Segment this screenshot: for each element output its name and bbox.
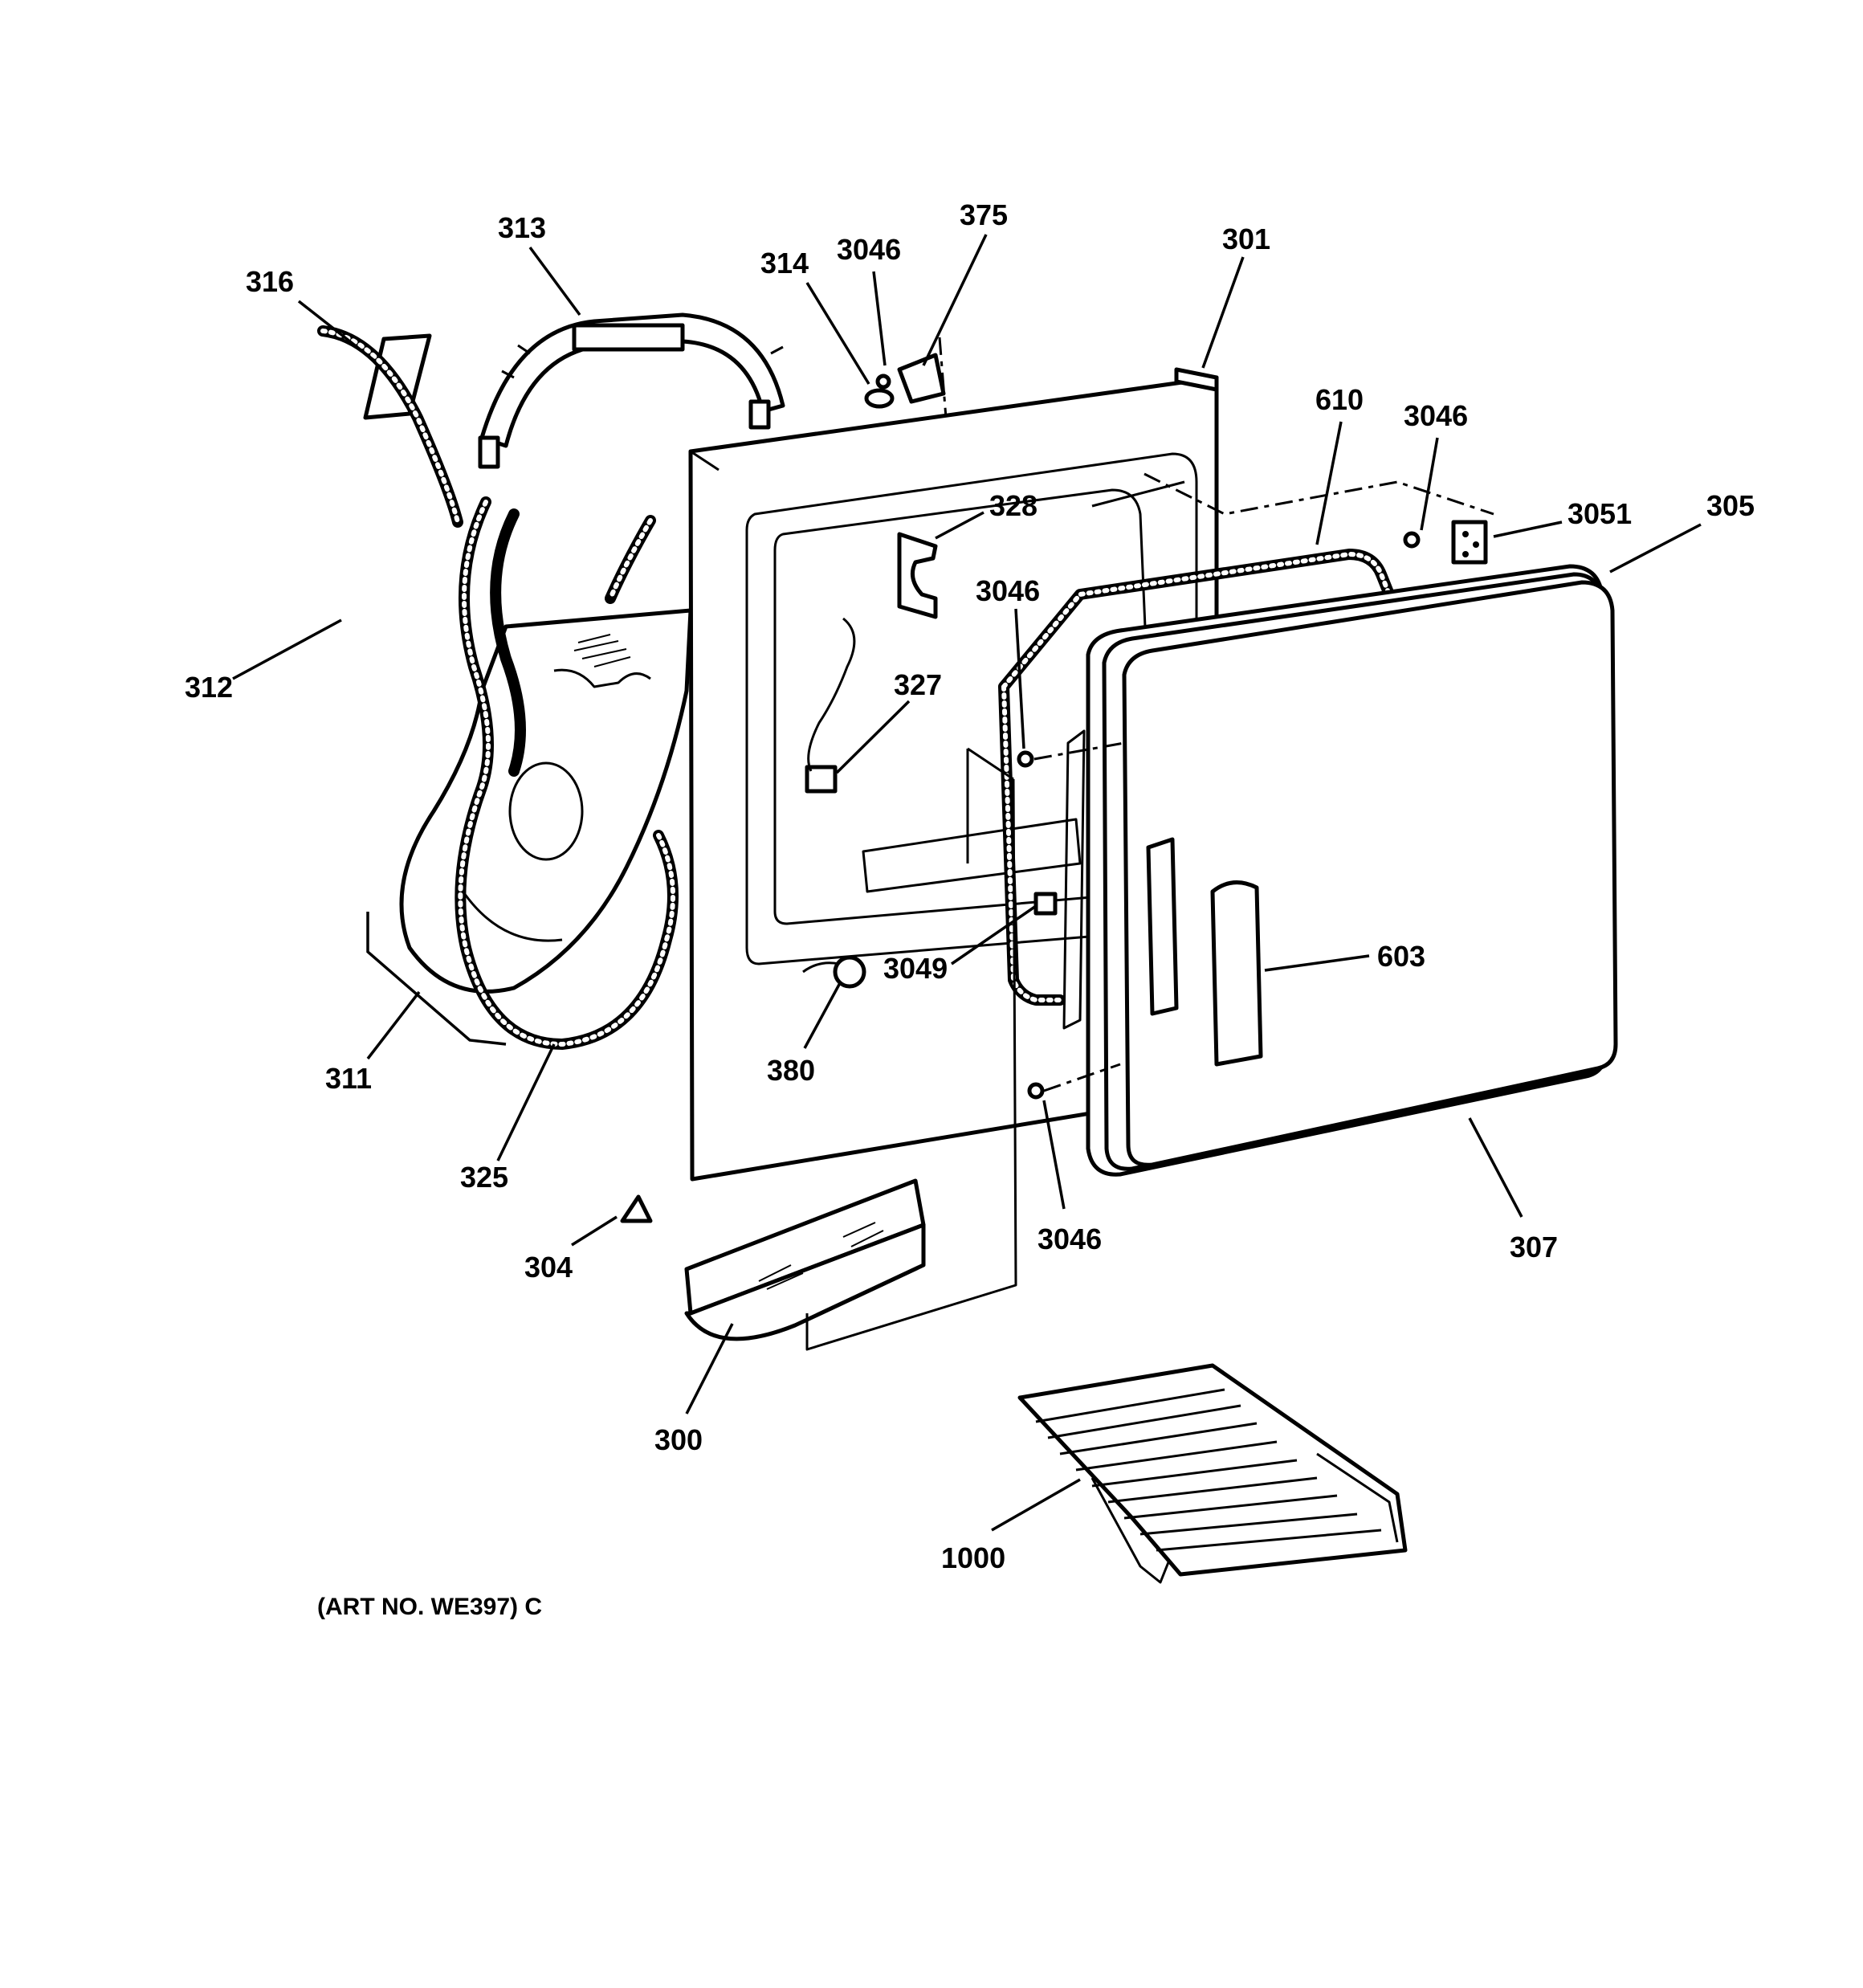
part-327-switch — [805, 617, 856, 794]
callout-316: 316 — [246, 265, 294, 298]
part-300-filter-housing — [684, 1178, 926, 1341]
callout-1000: 1000 — [941, 1541, 1005, 1574]
callout-307: 307 — [1510, 1231, 1558, 1263]
part-1000-drying-rack — [1017, 1363, 1408, 1584]
part-304-foot — [620, 1194, 653, 1223]
part-325-gasket — [455, 496, 679, 1050]
part-328-strike — [897, 532, 938, 619]
hidden-lines — [805, 472, 1494, 1351]
callout-313: 313 — [498, 211, 546, 244]
callout-375: 375 — [960, 198, 1008, 231]
callout-labels: 316 313 314 3046 375 301 610 3046 3051 3… — [185, 198, 1755, 1620]
part-603-handle — [1146, 837, 1263, 1067]
part-314-clip — [864, 388, 895, 409]
callout-312: 312 — [185, 671, 233, 704]
callout-3046-right: 3046 — [1404, 399, 1468, 432]
callout-3046-bottom: 3046 — [1037, 1223, 1102, 1255]
part-380-knob — [802, 955, 866, 989]
callout-610: 610 — [1315, 383, 1364, 416]
callout-3046-top: 3046 — [837, 233, 901, 266]
callout-3049: 3049 — [883, 952, 948, 985]
leader-lines — [232, 234, 1702, 1532]
callout-328: 328 — [989, 489, 1037, 522]
callout-301: 301 — [1222, 222, 1270, 255]
part-312-duct — [317, 325, 656, 604]
callout-314: 314 — [760, 247, 809, 280]
part-3051-hinge — [1451, 520, 1488, 565]
callout-3046-mid: 3046 — [976, 574, 1040, 607]
part-3049-switch — [1033, 892, 1058, 916]
callout-304: 304 — [524, 1251, 573, 1284]
callout-300: 300 — [654, 1423, 703, 1456]
callout-305: 305 — [1706, 489, 1755, 522]
callout-325: 325 — [460, 1161, 508, 1194]
callout-603: 603 — [1377, 940, 1425, 973]
callout-327: 327 — [894, 668, 942, 701]
art-number: (ART NO. WE397) C — [317, 1594, 542, 1620]
part-3046-screws — [875, 374, 1421, 1100]
callout-380: 380 — [767, 1054, 815, 1087]
callout-3051: 3051 — [1567, 497, 1632, 530]
part-305-door-assembly — [1062, 564, 1618, 1177]
callout-311: 311 — [325, 1062, 372, 1095]
part-313-bracket — [478, 312, 785, 469]
part-375-bracket — [897, 337, 948, 418]
part-311-duct-housing — [399, 608, 693, 994]
